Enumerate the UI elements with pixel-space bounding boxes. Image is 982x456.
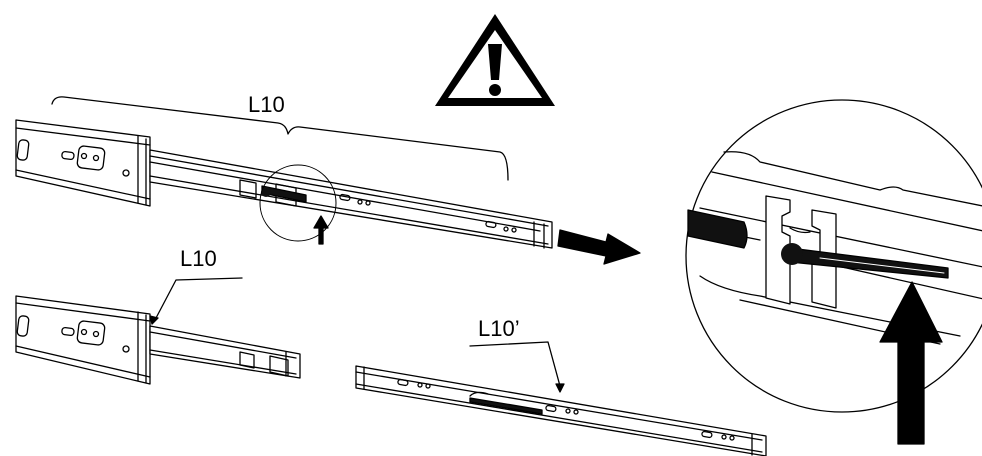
length-label-middle: L10 [180, 246, 217, 271]
removed-inner-member [355, 341, 767, 456]
arrow-up-icon [879, 281, 943, 445]
warning-triangle-icon [435, 14, 555, 106]
top-slide-assembly [15, 119, 553, 249]
middle-slide-assembly [15, 277, 301, 385]
length-bracket-top [51, 96, 509, 181]
latch-zoom-detail [685, 99, 982, 413]
arrow-right-icon [557, 229, 641, 265]
length-label-top: L10 [248, 92, 285, 117]
length-label-lower: L10’ [478, 316, 520, 341]
